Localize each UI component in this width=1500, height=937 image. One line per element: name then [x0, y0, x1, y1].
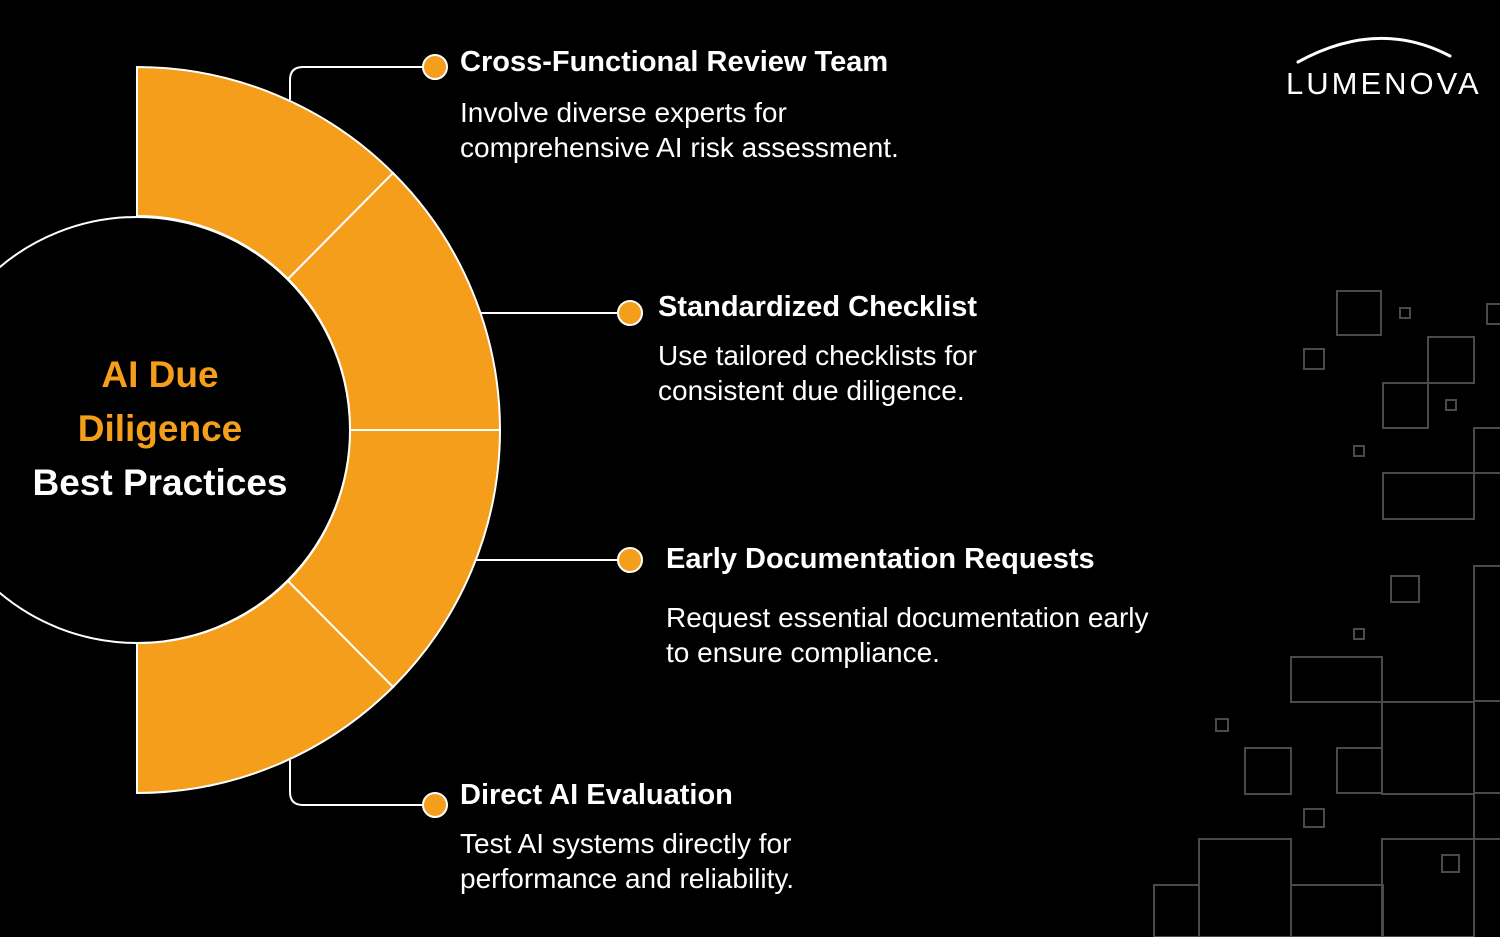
logo-arc-icon	[1296, 36, 1452, 64]
practice-description: Involve diverse experts for comprehensiv…	[460, 97, 899, 163]
background-square-pattern	[1153, 290, 1500, 937]
center-title-line-1: AI Due	[101, 354, 219, 395]
practice-title: Cross-Functional Review Team	[460, 46, 889, 78]
center-title: AI Due Diligence Best Practices	[0, 348, 320, 510]
practice-title: Standardized Checklist	[658, 291, 978, 323]
marker-dot-1	[422, 54, 448, 80]
practice-item-2: Standardized Checklist Use tailored chec…	[658, 290, 1078, 408]
center-title-line-2: Diligence	[77, 408, 243, 449]
marker-dot-4	[422, 792, 448, 818]
practice-description: Test AI systems directly for performance…	[460, 828, 795, 894]
practice-description: Use tailored checklists for consistent d…	[658, 340, 978, 406]
connector-1	[289, 66, 435, 100]
connector-lines	[289, 66, 630, 806]
connector-4	[289, 760, 435, 806]
center-title-line-3: Best Practices	[32, 462, 288, 503]
practice-item-1: Cross-Functional Review Team Involve div…	[460, 45, 960, 165]
practice-description: Request essential documentation early to…	[666, 602, 1149, 668]
practice-title: Early Documentation Requests	[666, 543, 1095, 575]
marker-dot-3	[617, 547, 643, 573]
practice-title: Direct AI Evaluation	[460, 779, 733, 811]
marker-dots	[422, 54, 643, 818]
practice-item-4: Direct AI Evaluation Test AI systems dir…	[460, 778, 890, 896]
center-circle	[0, 216, 351, 644]
marker-dot-2	[617, 300, 643, 326]
practice-item-3: Early Documentation Requests Request ess…	[666, 542, 1176, 670]
logo-text: LUMENOVA	[1286, 66, 1482, 101]
